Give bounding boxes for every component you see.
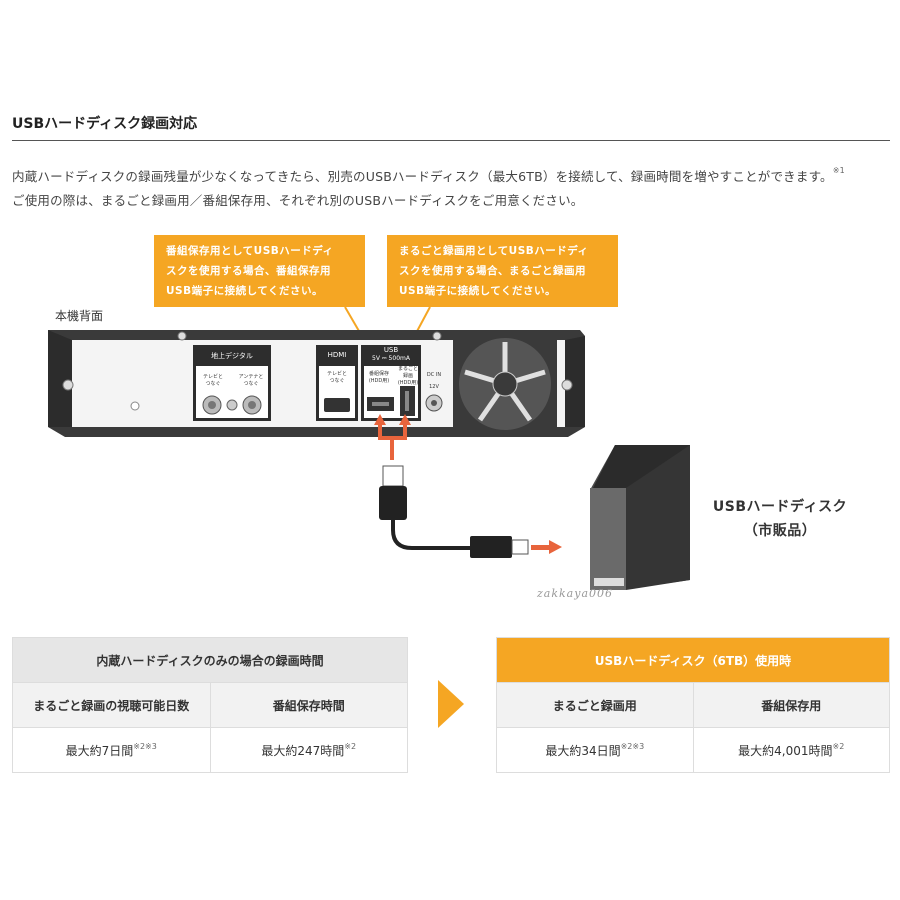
section-title: USBハードディスク録画対応: [12, 116, 198, 132]
internal-val-whole: 最大約7日間※2※3: [12, 727, 211, 773]
usb-panel-title: USB: [383, 346, 399, 354]
internal-val-whole-text: 最大約7日間: [65, 743, 134, 758]
callout-left-line: 番組保存用としてUSBハードディ: [166, 245, 334, 257]
watermark-text: zakkaya006: [537, 587, 614, 600]
usb-whole-port-label: まるごと 録画 (HDD用): [397, 366, 419, 386]
internal-col-whole: まるごと録画の視聴可能日数: [12, 682, 211, 728]
tv-port-label: テレビと つなぐ: [202, 374, 223, 387]
cable-direction-arrow: [531, 540, 562, 554]
internal-val-program: 最大約247時間※2: [209, 727, 408, 773]
rear-panel-label: 本機背面: [55, 309, 104, 323]
usb-table-title: USBハードディスク（6TB）使用時: [496, 637, 890, 683]
cooling-fan: [453, 332, 557, 436]
usb-val-whole-text: 最大約34日間: [545, 743, 621, 758]
callout-whole-recording-usb: まるごと録画用としてUSBハードディ スクを使用する場合、まるごと録画用 USB…: [387, 235, 618, 307]
internal-val-program-text: 最大約247時間: [261, 743, 345, 758]
comparison-arrow-icon: [438, 680, 464, 728]
dc-in-label: DC IN: [426, 372, 442, 378]
digital-terrestrial-panel: [193, 345, 271, 421]
usb-col-program: 番組保存用: [692, 682, 890, 728]
callout-right-line: USB端子に接続してください。: [399, 285, 556, 297]
callout-left-line: USB端子に接続してください。: [166, 285, 323, 297]
usb-val-whole: 最大約34日間※2※3: [496, 727, 694, 773]
hdmi-panel-title: HDMI: [327, 351, 347, 359]
usb-val-program-note: ※2: [832, 741, 845, 751]
hdmi-port-label: テレビと つなぐ: [326, 371, 347, 384]
external-hdd: [590, 445, 690, 590]
external-hdd-label: USBハードディスク （市販品）: [690, 495, 870, 543]
usb-val-whole-note: ※2※3: [620, 741, 645, 751]
callout-left-line: スクを使用する場合、番組保存用: [166, 265, 331, 277]
hdmi-panel: [316, 345, 358, 421]
hdd-label-line-1: USBハードディスク: [712, 499, 848, 515]
usb-program-port-label: 番組保存 (HDD用): [368, 371, 390, 384]
internal-val-program-note: ※2: [344, 741, 357, 751]
usb-col-whole: まるごと録画用: [496, 682, 694, 728]
hdd-label-line-2: （市販品）: [743, 523, 817, 539]
usb-spec-label: 5V ⎓ 500mA: [372, 355, 410, 362]
intro-text-1: 内蔵ハードディスクの録画残量が少なくなってきたら、別売のUSBハードディスク（最…: [12, 169, 833, 184]
usb-val-program-text: 最大約4,001時間: [738, 743, 833, 758]
callout-right-line: まるごと録画用としてUSBハードディ: [399, 245, 589, 257]
usb-hdd-table: USBハードディスク（6TB）使用時 まるごと録画用 番組保存用 最大約34日間…: [496, 637, 890, 773]
callout-right-line: スクを使用する場合、まるごと録画用: [399, 265, 586, 277]
title-divider: [12, 140, 890, 141]
usb-val-program: 最大約4,001時間※2: [692, 727, 890, 773]
internal-col-program: 番組保存時間: [209, 682, 408, 728]
dc-volt-label: 12V: [429, 384, 439, 390]
internal-table-title: 内蔵ハードディスクのみの場合の録画時間: [12, 637, 408, 683]
connection-diagram: [48, 306, 690, 590]
callout-program-usb: 番組保存用としてUSBハードディ スクを使用する場合、番組保存用 USB端子に接…: [154, 235, 365, 307]
usb-panel: [361, 345, 421, 421]
intro-note-1: ※1: [832, 166, 845, 175]
intro-line-2: ご使用の際は、まるごと録画用／番組保存用、それぞれ別のUSBハードディスクをご用…: [12, 193, 584, 208]
digital-panel-title: 地上デジタル: [211, 352, 253, 360]
dc-in-port: [425, 394, 443, 412]
intro-line-1: 内蔵ハードディスクの録画残量が少なくなってきたら、別売のUSBハードディスク（最…: [12, 166, 845, 185]
internal-hdd-table: 内蔵ハードディスクのみの場合の録画時間 まるごと録画の視聴可能日数 番組保存時間…: [12, 637, 408, 773]
antenna-port-label: アンテナと つなぐ: [238, 374, 264, 387]
usb-cable: [379, 465, 529, 558]
internal-val-whole-note: ※2※3: [133, 741, 157, 751]
